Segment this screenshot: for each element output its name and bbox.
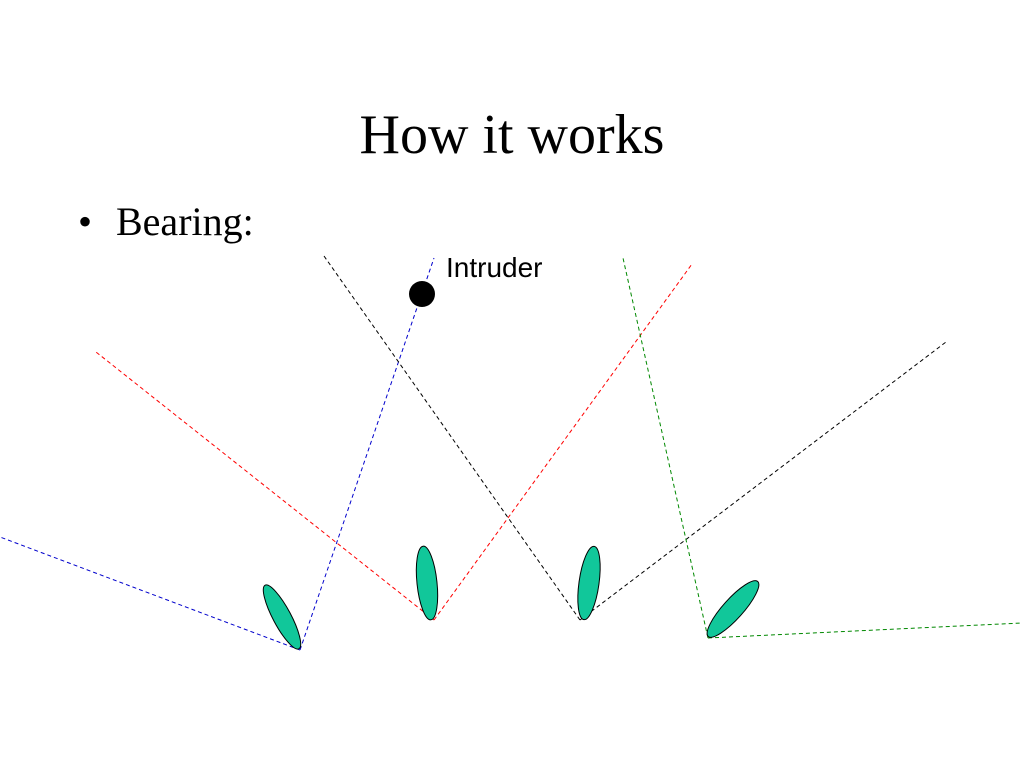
sensor-3-right-bearing-line	[579, 341, 947, 621]
bullet-symbol: •	[78, 199, 93, 244]
sensor-4-left-bearing-line	[622, 257, 709, 639]
sensor-1	[262, 584, 302, 650]
sensor-4	[706, 580, 760, 638]
page-title: How it works	[359, 104, 665, 166]
bullet-item: • Bearing:	[78, 196, 254, 248]
intruder-label: Intruder	[446, 252, 543, 283]
intruder-marker	[409, 281, 435, 307]
sensor-1-intruder-bearing-line	[299, 257, 435, 651]
sensor-2	[415, 545, 439, 621]
sensor-1-left-bearing-line	[0, 536, 301, 651]
bullet-text: Bearing:	[116, 199, 254, 244]
sensor-3-left-bearing-line	[323, 255, 581, 621]
sensor-4-right-bearing-line	[707, 622, 1023, 639]
sensor-2-right-bearing-line	[433, 263, 693, 621]
sensor-3	[577, 545, 601, 621]
sensor-2-left-bearing-line	[95, 351, 435, 621]
